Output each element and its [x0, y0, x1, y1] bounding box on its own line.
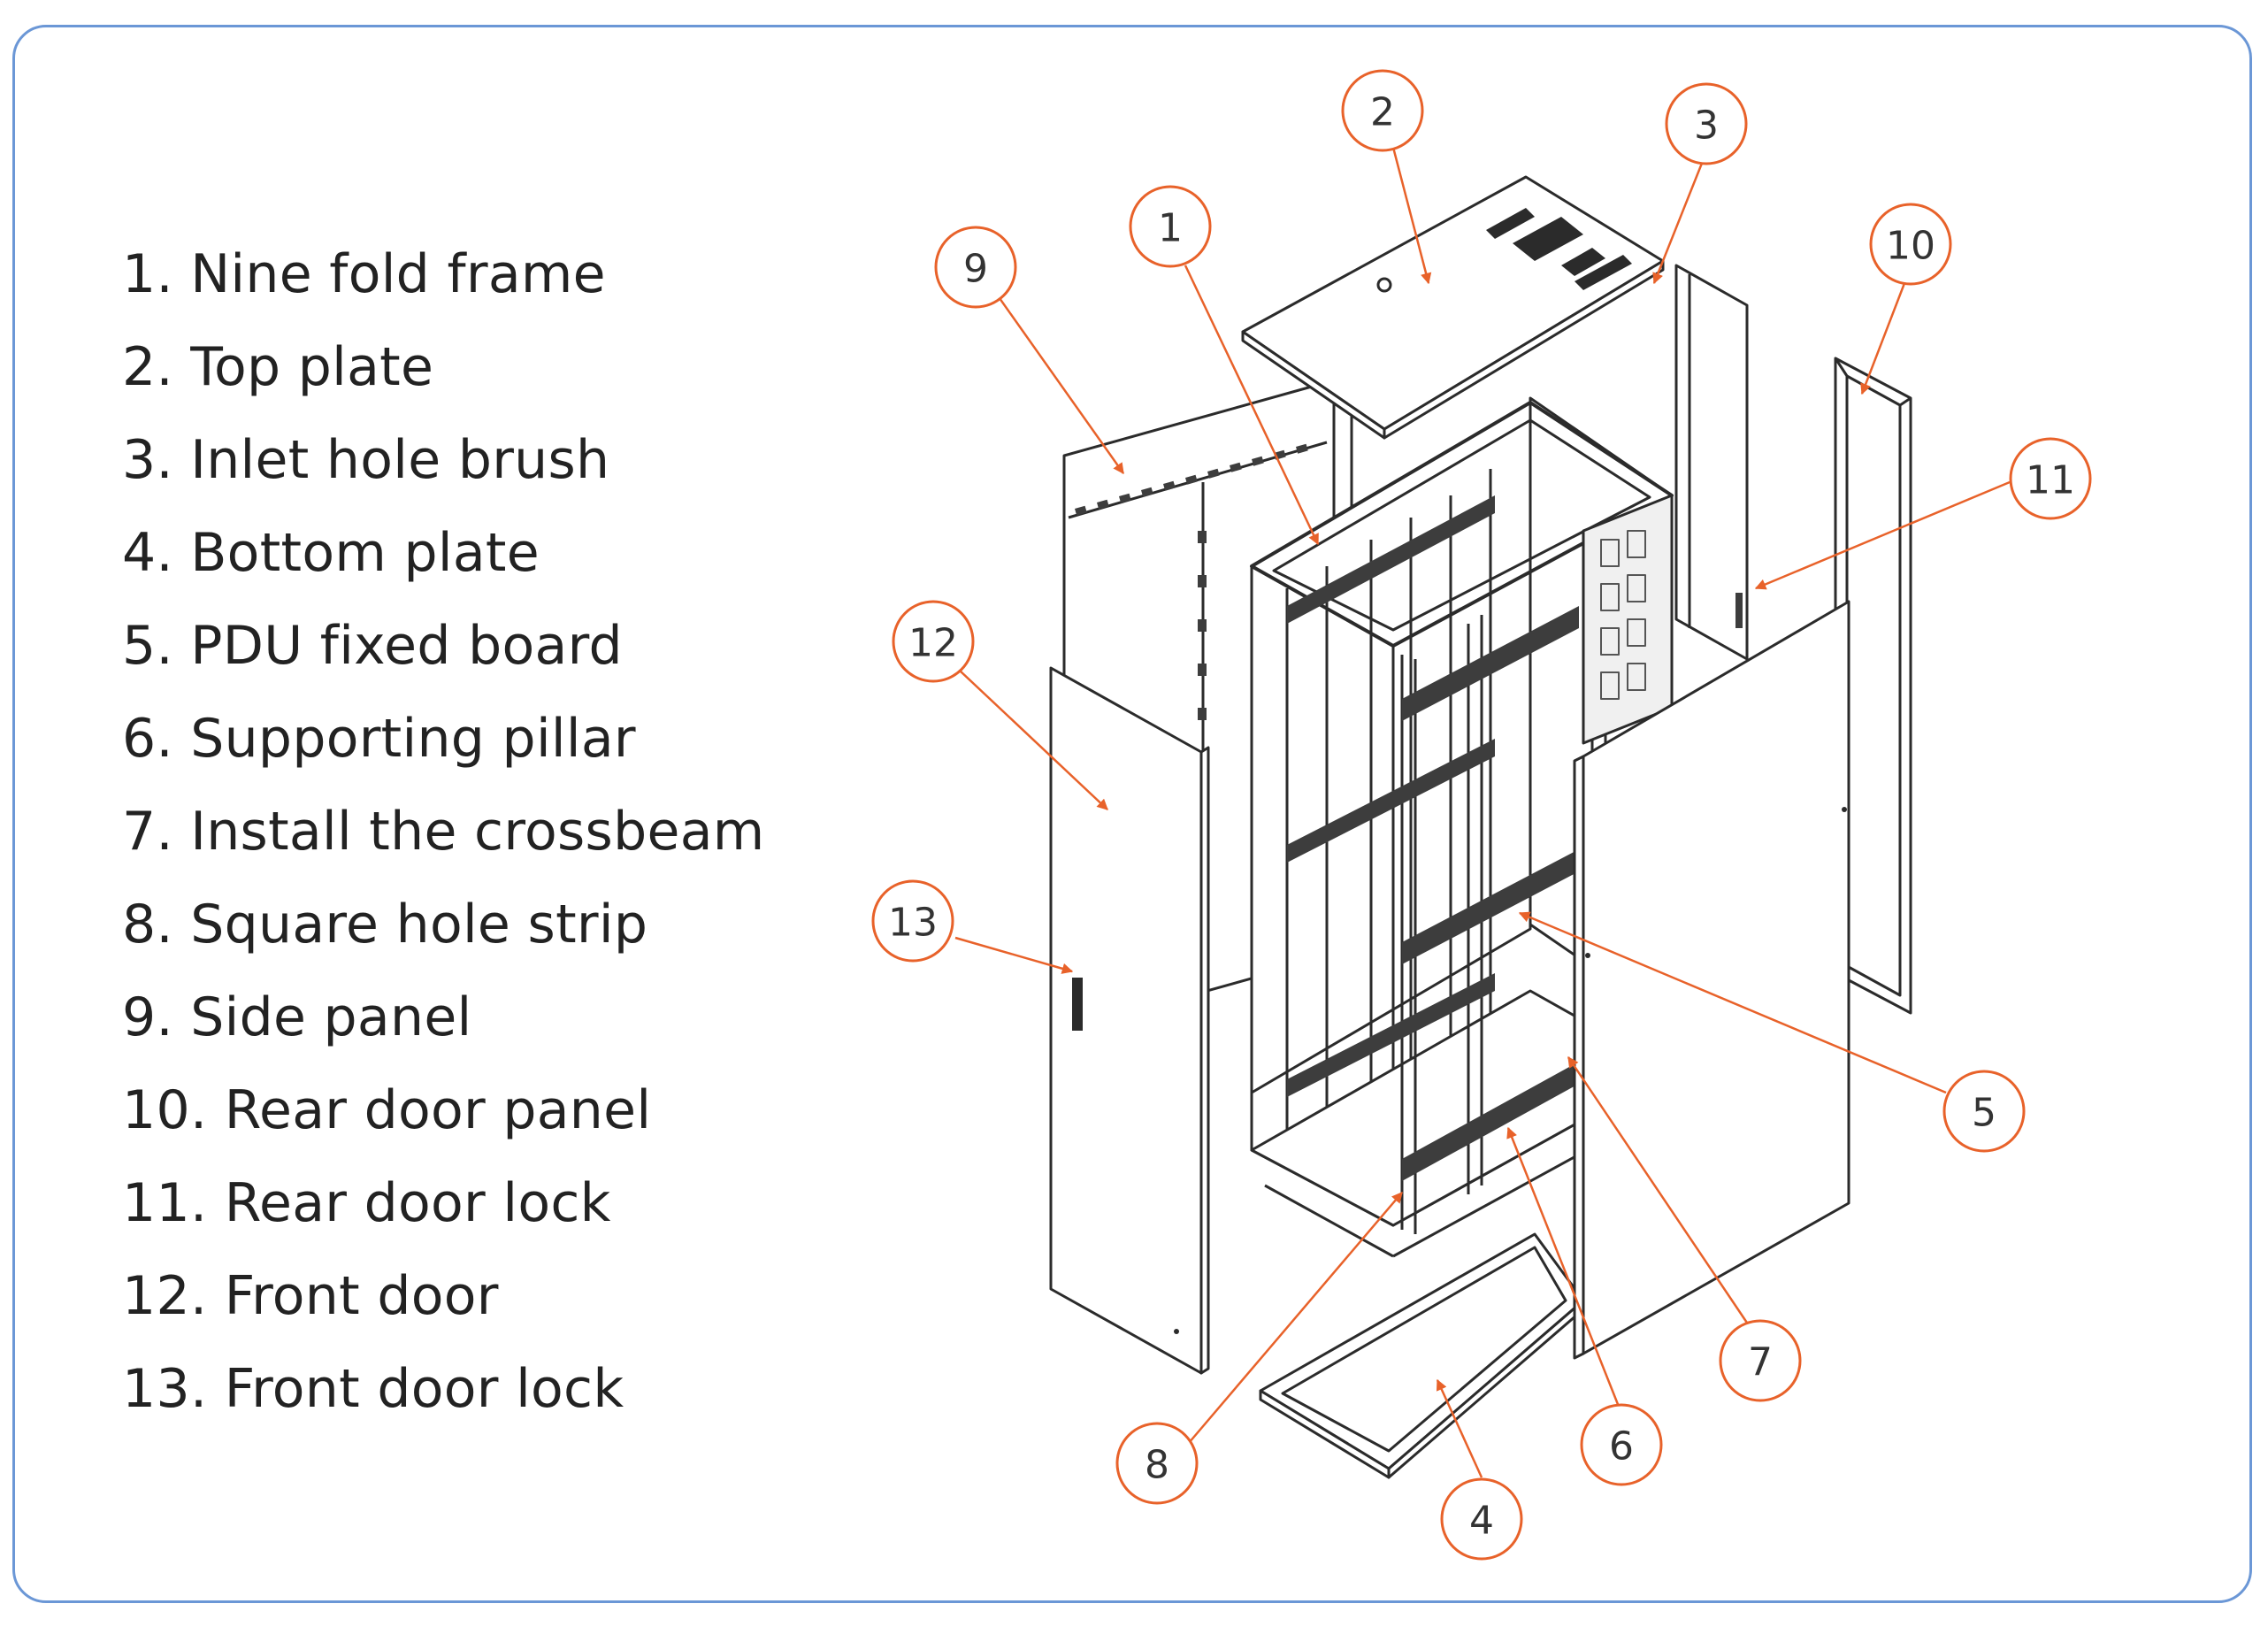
callout-label-11: 11 [2026, 458, 2075, 503]
top-plate [1241, 175, 1665, 440]
legend-item-13: 13. Front door lock [122, 1358, 624, 1420]
callout-6 [1580, 1403, 1663, 1486]
legend-item-5: 5. PDU fixed board [122, 615, 623, 677]
leader-6 [1506, 1126, 1628, 1425]
callout-label-13: 13 [888, 901, 938, 946]
leader-8 [1183, 1192, 1403, 1450]
legend-item-11: 11. Rear door lock [122, 1172, 611, 1234]
callout-13 [871, 879, 954, 963]
callout-label-6: 6 [1609, 1424, 1634, 1469]
leader-13 [954, 936, 1074, 974]
callout-2 [1341, 69, 1424, 152]
callout-label-5: 5 [1972, 1091, 1996, 1136]
legend-item-1: 1. Nine fold frame [122, 243, 606, 305]
legend-item-7: 7. Install the crossbeam [122, 801, 765, 863]
callout-5 [1942, 1070, 2026, 1153]
callout-label-9: 9 [963, 247, 988, 292]
leader-11 [1754, 480, 2011, 590]
leader-12 [959, 670, 1108, 810]
callout-label-8: 8 [1145, 1443, 1169, 1488]
callout-label-7: 7 [1748, 1340, 1773, 1385]
callout-12 [892, 600, 975, 683]
diagram-frame [12, 25, 2252, 1603]
callout-label-3: 3 [1694, 104, 1719, 149]
legend-item-3: 3. Inlet hole brush [122, 429, 610, 491]
callout-label-2: 2 [1370, 90, 1395, 135]
callout-1 [1129, 185, 1212, 268]
legend-item-6: 6. Supporting pillar [122, 708, 636, 770]
callout-11 [2009, 437, 2092, 520]
leader-7 [1567, 1055, 1758, 1337]
callout-9 [934, 226, 1017, 309]
leader-10 [1860, 278, 1908, 395]
callout-7 [1719, 1319, 1802, 1402]
leader-3 [1652, 160, 1705, 285]
callout-label-12: 12 [908, 621, 958, 666]
bottom-plate [1259, 1232, 1585, 1479]
leader-9 [993, 291, 1125, 475]
front-door [1049, 666, 1210, 1375]
legend-item-10: 10. Rear door panel [122, 1079, 652, 1141]
callout-3 [1665, 82, 1748, 165]
callout-8 [1115, 1422, 1199, 1505]
right-side-panel [1573, 600, 1850, 1360]
front-door-lock [1072, 978, 1083, 1031]
callout-4 [1440, 1477, 1523, 1561]
callout-label-10: 10 [1886, 224, 1935, 269]
parts-legend: 1. Nine fold frame 2. Top plate 3. Inlet… [122, 228, 765, 1436]
legend-item-12: 12. Front door [122, 1265, 499, 1327]
leader-4 [1436, 1378, 1483, 1478]
rear-door [1674, 264, 1749, 661]
legend-item-8: 8. Square hole strip [122, 894, 648, 955]
legend-item-9: 9. Side panel [122, 986, 472, 1048]
leader-5 [1518, 911, 1947, 1094]
leader-2 [1389, 136, 1432, 285]
callout-label-1: 1 [1158, 206, 1183, 251]
legend-item-4: 4. Bottom plate [122, 522, 540, 584]
callout-10 [1869, 203, 1952, 286]
callout-label-4: 4 [1469, 1499, 1494, 1544]
leader-1 [1184, 265, 1320, 546]
crossbeams [1287, 495, 1579, 1181]
legend-item-2: 2. Top plate [122, 336, 434, 398]
